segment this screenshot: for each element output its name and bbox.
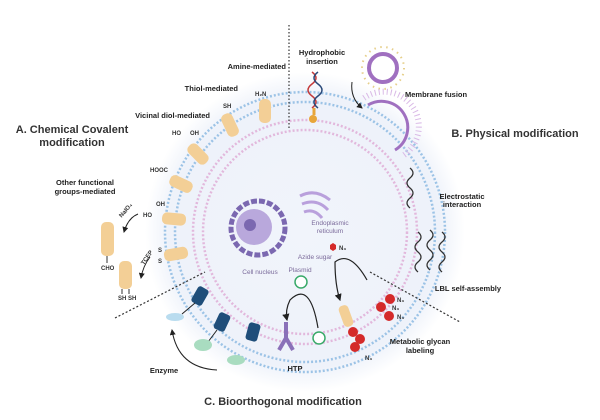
naio4-arrow: NaIO₄ [119, 202, 139, 233]
dna-anchor [307, 71, 323, 123]
section-b-title: B. Physical modification [451, 128, 578, 140]
label-thiol-mediated: Thiol-mediated [185, 84, 239, 93]
protein-diol-2: HO OH [143, 202, 187, 226]
lbl-layers [414, 229, 446, 273]
svg-text:HOOC: HOOC [150, 168, 169, 174]
cell-nucleus-icon [228, 198, 288, 258]
svg-text:SH SH: SH SH [118, 296, 136, 302]
label-metabolic-glycan: Metabolic glycan [390, 337, 451, 346]
label-er-2: reticulum [317, 228, 343, 235]
svg-text:N₃: N₃ [392, 306, 399, 312]
outer-membrane-ring-inner [173, 100, 437, 364]
label-hydrophobic: Hydrophobic [299, 48, 345, 57]
azide-sugar-icon: N₃ [330, 243, 346, 252]
enzyme-arrow [169, 329, 218, 371]
label-enzyme: Enzyme [150, 366, 178, 375]
label-azide-sugar: Azide sugar [298, 254, 333, 261]
label-htp: HTP [288, 364, 303, 373]
svg-text:N₃: N₃ [397, 315, 404, 321]
fused-membrane [367, 99, 410, 152]
section-c-title: C. Bioorthogonal modification [204, 396, 362, 408]
enzyme-conjugates [166, 286, 261, 365]
azide-cluster-icon: N₃ N₃ N₃ [376, 294, 404, 321]
protein-carboxyl: HOOC [150, 168, 193, 193]
divider-right [369, 271, 461, 323]
protein-disulfide: S S [158, 246, 189, 265]
svg-text:N₃: N₃ [365, 356, 372, 362]
label-other-functional: Other functional [56, 178, 114, 187]
svg-text:S: S [158, 248, 162, 254]
htp-arrow [282, 293, 319, 329]
label-electrostatic-2: interaction [443, 200, 482, 209]
label-hydrophobic-2: insertion [306, 57, 338, 66]
inner-membrane-ring-inner [201, 128, 409, 336]
label-membrane-fusion: Membrane fusion [405, 90, 468, 99]
plasmid-icon [294, 275, 308, 289]
svg-text:OH: OH [190, 131, 199, 137]
label-lbl-self-assembly: LBL self-assembly [435, 284, 502, 293]
azide-arrow [334, 258, 368, 302]
svg-text:CHO: CHO [101, 266, 115, 272]
protein-thiol: SH [221, 104, 239, 137]
fusion-arrow [351, 81, 363, 109]
protein-vicinal: HO OH [172, 131, 209, 165]
plasmid-membrane-icon [312, 331, 326, 345]
glycan-protein: N₃ [338, 305, 372, 362]
label-cell-nucleus: Cell nucleus [242, 269, 278, 276]
section-a-title: A. Chemical Covalent [16, 124, 129, 136]
fusion-vesicle [361, 46, 405, 90]
divider-left [114, 271, 206, 319]
er-icon [299, 191, 331, 219]
cell-background [145, 72, 465, 392]
thiol-product: SH SH [118, 261, 136, 302]
label-plasmid: Plasmid [288, 267, 312, 274]
svg-text:NaIO₄: NaIO₄ [119, 202, 135, 219]
svg-text:HO: HO [143, 213, 152, 219]
svg-text:S: S [158, 259, 162, 265]
electrostatic-polymer [406, 167, 414, 209]
outer-membrane-ring [163, 90, 447, 374]
label-vicinal-diol: Vicinal diol-mediated [135, 111, 210, 120]
label-other-functional-2: groups-mediated [55, 187, 116, 196]
label-metabolic-glycan-2: labeling [406, 346, 435, 355]
svg-text:N₃: N₃ [397, 298, 404, 304]
svg-text:H₂N: H₂N [255, 92, 266, 98]
inner-membrane-ring [191, 118, 419, 346]
label-er: Endoplasmic [311, 220, 349, 227]
svg-text:SH: SH [223, 104, 231, 110]
label-amine-mediated: Amine-mediated [228, 62, 287, 71]
aldehyde-product: CHO [101, 222, 115, 272]
label-electrostatic: Electrostatic [439, 192, 484, 201]
protein-amine: H₂N [255, 92, 271, 123]
section-a-title-2: modification [39, 137, 105, 149]
svg-text:HO: HO [172, 131, 181, 137]
svg-text:N₃: N₃ [339, 246, 346, 252]
antibody-icon [277, 322, 295, 352]
svg-text:OH: OH [156, 202, 165, 208]
